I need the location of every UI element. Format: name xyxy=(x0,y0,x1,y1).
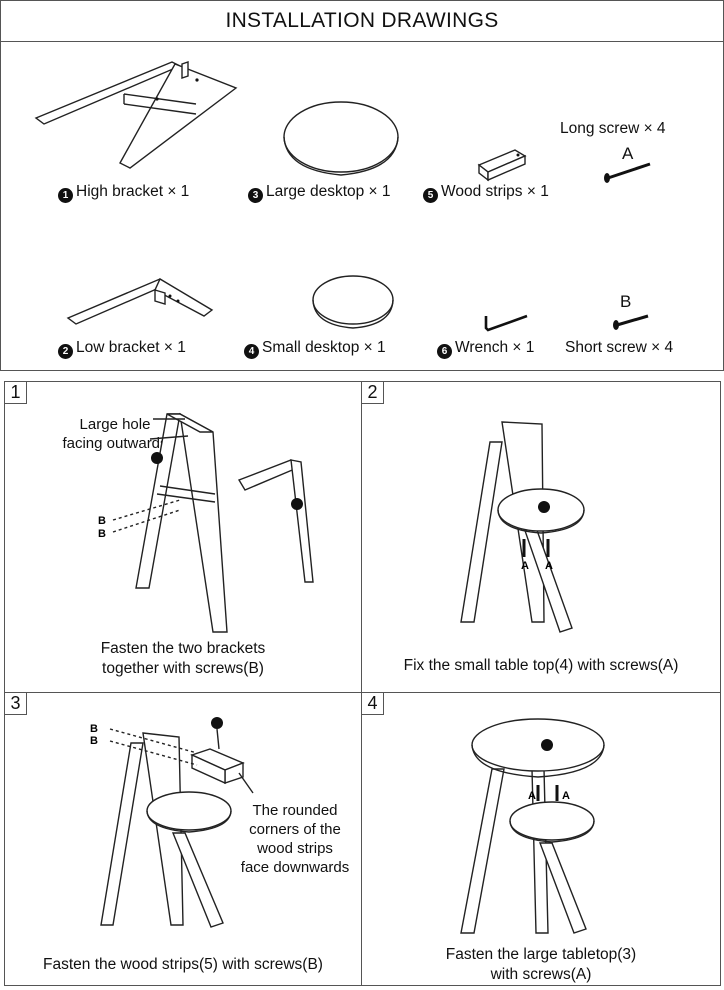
long-screw-drawing xyxy=(604,162,651,183)
screw-letter-b: B xyxy=(620,292,632,311)
svg-text:A: A xyxy=(528,790,536,802)
page-title: INSTALLATION DRAWINGS xyxy=(225,9,499,32)
screw-letter-a: A xyxy=(622,144,634,163)
note-line: The rounded xyxy=(252,802,338,819)
note-line: corners of the xyxy=(249,821,341,838)
part-label: High bracket × 1 xyxy=(76,183,190,200)
caption-line: Fasten the large tabletop(3) xyxy=(445,946,637,963)
note-line: face downwards xyxy=(240,859,350,876)
part-label: Low bracket × 1 xyxy=(76,339,186,356)
part-number-badge: 6 xyxy=(437,344,452,359)
step-3-note: The rounded corners of the wood strips f… xyxy=(230,801,360,877)
high-bracket-drawing xyxy=(34,61,238,169)
note-line: facing outwards xyxy=(62,435,168,452)
part-number-badge: 5 xyxy=(423,188,438,203)
svg-text:A: A xyxy=(545,560,553,572)
svg-text:B: B xyxy=(98,528,106,540)
part-label: Large desktop × 1 xyxy=(266,183,391,200)
part-number-badge: 1 xyxy=(58,188,73,203)
low-bracket-drawing xyxy=(66,277,214,325)
part-number-badge: 2 xyxy=(58,344,73,359)
step-number: 1 xyxy=(5,382,27,404)
small-desktop-drawing xyxy=(312,275,394,329)
step-2-panel: 2 Fix the small table top(4) with screws… xyxy=(361,381,721,693)
step-3-panel: 3 The rounded corners of the wood strips… xyxy=(4,692,362,986)
svg-text:A: A xyxy=(562,790,570,802)
step-4-panel: 4 Fasten the large tabletop(3) with scre… xyxy=(361,692,721,986)
wrench-drawing xyxy=(484,314,528,332)
svg-text:B: B xyxy=(90,723,98,735)
wood-strip-drawing xyxy=(477,149,527,182)
note-line: Large hole xyxy=(79,416,151,433)
step-1-panel: 1 Large hole facing outwards Fasten the … xyxy=(4,381,362,693)
svg-text:A: A xyxy=(521,560,529,572)
short-screw-drawing xyxy=(613,314,649,330)
step-1-caption: Fasten the two brackets together with sc… xyxy=(5,639,361,679)
note-line: wood strips xyxy=(257,840,333,857)
step-3-illustration: BB xyxy=(90,717,254,928)
step-1-note: Large hole facing outwards xyxy=(55,415,175,453)
svg-text:B: B xyxy=(90,735,98,747)
part-label: Wrench × 1 xyxy=(455,339,535,356)
caption-line: with screws(A) xyxy=(490,966,592,983)
part-short-screw: Short screw × 4 xyxy=(565,339,674,356)
svg-text:B: B xyxy=(98,515,106,527)
step-2-caption: Fix the small table top(4) with screws(A… xyxy=(403,657,679,674)
step-3-caption: Fasten the wood strips(5) with screws(B) xyxy=(43,956,323,973)
part-number-badge: 3 xyxy=(248,188,263,203)
part-label: Small desktop × 1 xyxy=(262,339,386,356)
caption-line: together with screws(B) xyxy=(102,660,264,677)
step-number: 2 xyxy=(362,382,384,404)
caption-line: Fasten the two brackets xyxy=(100,640,266,657)
step-4-caption: Fasten the large tabletop(3) with screws… xyxy=(362,945,720,985)
part-long-screw: Long screw × 4 xyxy=(560,120,666,137)
part-number-badge: 4 xyxy=(244,344,259,359)
step-number: 3 xyxy=(5,693,27,715)
large-desktop-drawing xyxy=(283,101,399,176)
part-label: Wood strips × 1 xyxy=(441,183,549,200)
step-1-illustration: BB xyxy=(98,412,314,633)
step-number: 4 xyxy=(362,693,384,715)
